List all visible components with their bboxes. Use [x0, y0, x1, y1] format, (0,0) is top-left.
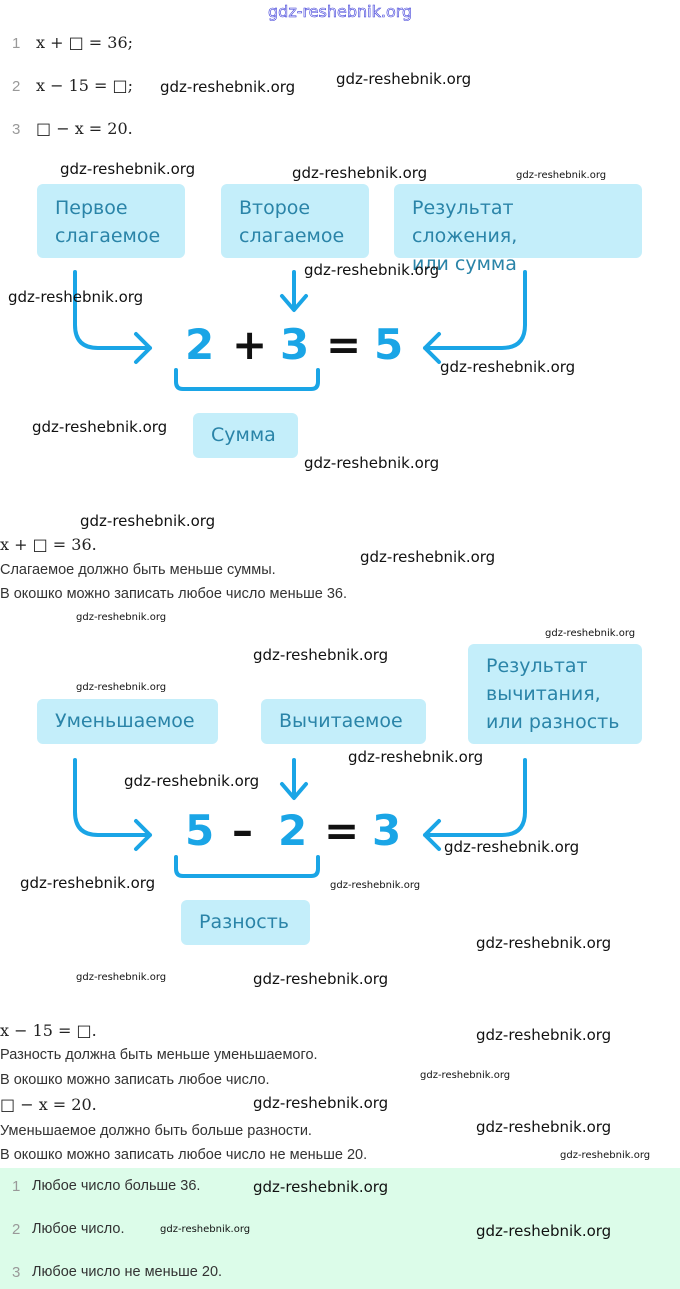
- task-expression: x − 15 = □;: [36, 76, 134, 95]
- watermark: gdz-reshebnik.org: [76, 612, 167, 623]
- box-first-addend: Первое слагаемое: [37, 184, 185, 258]
- watermark: gdz-reshebnik.org: [124, 772, 260, 790]
- watermark: gdz-reshebnik.org: [253, 1178, 389, 1196]
- watermark: gdz-reshebnik.org: [476, 1026, 612, 1044]
- equation-operator: +: [232, 320, 268, 369]
- explain-text: Слагаемое должно быть меньше суммы.: [0, 562, 276, 578]
- answer-text: Любое число больше 36.: [32, 1178, 201, 1194]
- equation-operator: =: [324, 806, 360, 855]
- watermark: gdz-reshebnik.org: [8, 288, 144, 306]
- watermark: gdz-reshebnik.org: [76, 682, 167, 693]
- equation-operator: –: [232, 806, 253, 855]
- watermark: gdz-reshebnik.org: [336, 70, 472, 88]
- watermark: gdz-reshebnik.org: [253, 970, 389, 988]
- box-difference-label: Разность: [181, 900, 310, 945]
- task-number: 1: [12, 35, 21, 52]
- explain-expression: x + □ = 36.: [0, 535, 97, 554]
- box-difference-result: Результат вычитания, или разность: [468, 644, 642, 744]
- equation-term: 2: [278, 806, 308, 855]
- explain-text: В окошко можно записать любое число.: [0, 1072, 270, 1088]
- task-number: 3: [12, 121, 21, 138]
- task-expression: □ − x = 20.: [36, 119, 133, 138]
- watermark: gdz-reshebnik.org: [253, 646, 389, 664]
- watermark: gdz-reshebnik.org: [348, 748, 484, 766]
- watermark: gdz-reshebnik.org: [360, 548, 496, 566]
- arrow-second-addend: [280, 270, 308, 312]
- equation-term: 2: [185, 320, 215, 369]
- watermark: gdz-reshebnik.org: [420, 1070, 511, 1081]
- watermark: gdz-reshebnik.org: [76, 972, 167, 983]
- equation-result: 5: [374, 320, 404, 369]
- explain-expression: x − 15 = □.: [0, 1021, 97, 1040]
- brace-sum: [174, 368, 320, 391]
- arrow-difference: [423, 758, 527, 851]
- watermark: gdz-reshebnik.org: [330, 880, 421, 891]
- watermark: gdz-reshebnik.org: [20, 874, 156, 892]
- equation-operator: =: [326, 320, 362, 369]
- watermark: gdz-reshebnik.org: [304, 261, 440, 279]
- watermark: gdz-reshebnik.org: [476, 1118, 612, 1136]
- explain-text: В окошко можно записать любое число мень…: [0, 586, 348, 602]
- watermark: gdz-reshebnik.org: [440, 358, 576, 376]
- explain-text: Разность должна быть меньше уменьшаемого…: [0, 1047, 318, 1063]
- watermark: gdz-reshebnik.org: [253, 1094, 389, 1112]
- watermark: gdz-reshebnik.org: [80, 512, 216, 530]
- box-subtrahend: Вычитаемое: [261, 699, 426, 744]
- arrow-sum: [423, 270, 527, 364]
- watermark: gdz-reshebnik.org: [545, 628, 636, 639]
- watermark: gdz-reshebnik.org: [476, 1222, 612, 1240]
- equation-term: 3: [280, 320, 310, 369]
- arrow-subtrahend: [280, 758, 308, 800]
- box-minuend: Уменьшаемое: [37, 699, 218, 744]
- box-sum-result: Результат сложения, или сумма: [394, 184, 642, 275]
- explain-text: Уменьшаемое должно быть больше разности.: [0, 1123, 312, 1139]
- task-number: 2: [12, 78, 21, 95]
- arrow-first-addend: [73, 270, 152, 364]
- watermark: gdz-reshebnik.org: [516, 170, 607, 181]
- watermark: gdz-reshebnik.org: [444, 838, 580, 856]
- equation-term: 5: [185, 806, 215, 855]
- watermark: gdz-reshebnik.org: [60, 160, 196, 178]
- box-sum-label: Сумма: [193, 413, 298, 458]
- equation-result: 3: [372, 806, 402, 855]
- explain-expression: □ − x = 20.: [0, 1095, 97, 1114]
- box-second-addend: Второе слагаемое: [221, 184, 369, 258]
- watermark: gdz-reshebnik.org: [32, 418, 168, 436]
- answer-number: 3: [12, 1264, 21, 1281]
- watermark: gdz-reshebnik.org: [268, 2, 413, 22]
- watermark: gdz-reshebnik.org: [292, 164, 428, 182]
- watermark: gdz-reshebnik.org: [160, 78, 296, 96]
- watermark: gdz-reshebnik.org: [560, 1150, 651, 1161]
- answer-text: Любое число.: [32, 1221, 125, 1237]
- answer-number: 1: [12, 1178, 21, 1195]
- task-expression: x + □ = 36;: [36, 33, 134, 52]
- watermark: gdz-reshebnik.org: [476, 934, 612, 952]
- watermark: gdz-reshebnik.org: [160, 1224, 251, 1235]
- arrow-minuend: [73, 758, 152, 851]
- answer-text: Любое число не меньше 20.: [32, 1264, 223, 1280]
- answer-number: 2: [12, 1221, 21, 1238]
- answer-block: [0, 1168, 680, 1289]
- brace-difference: [174, 855, 320, 878]
- explain-text: В окошко можно записать любое число не м…: [0, 1147, 368, 1163]
- watermark: gdz-reshebnik.org: [304, 454, 440, 472]
